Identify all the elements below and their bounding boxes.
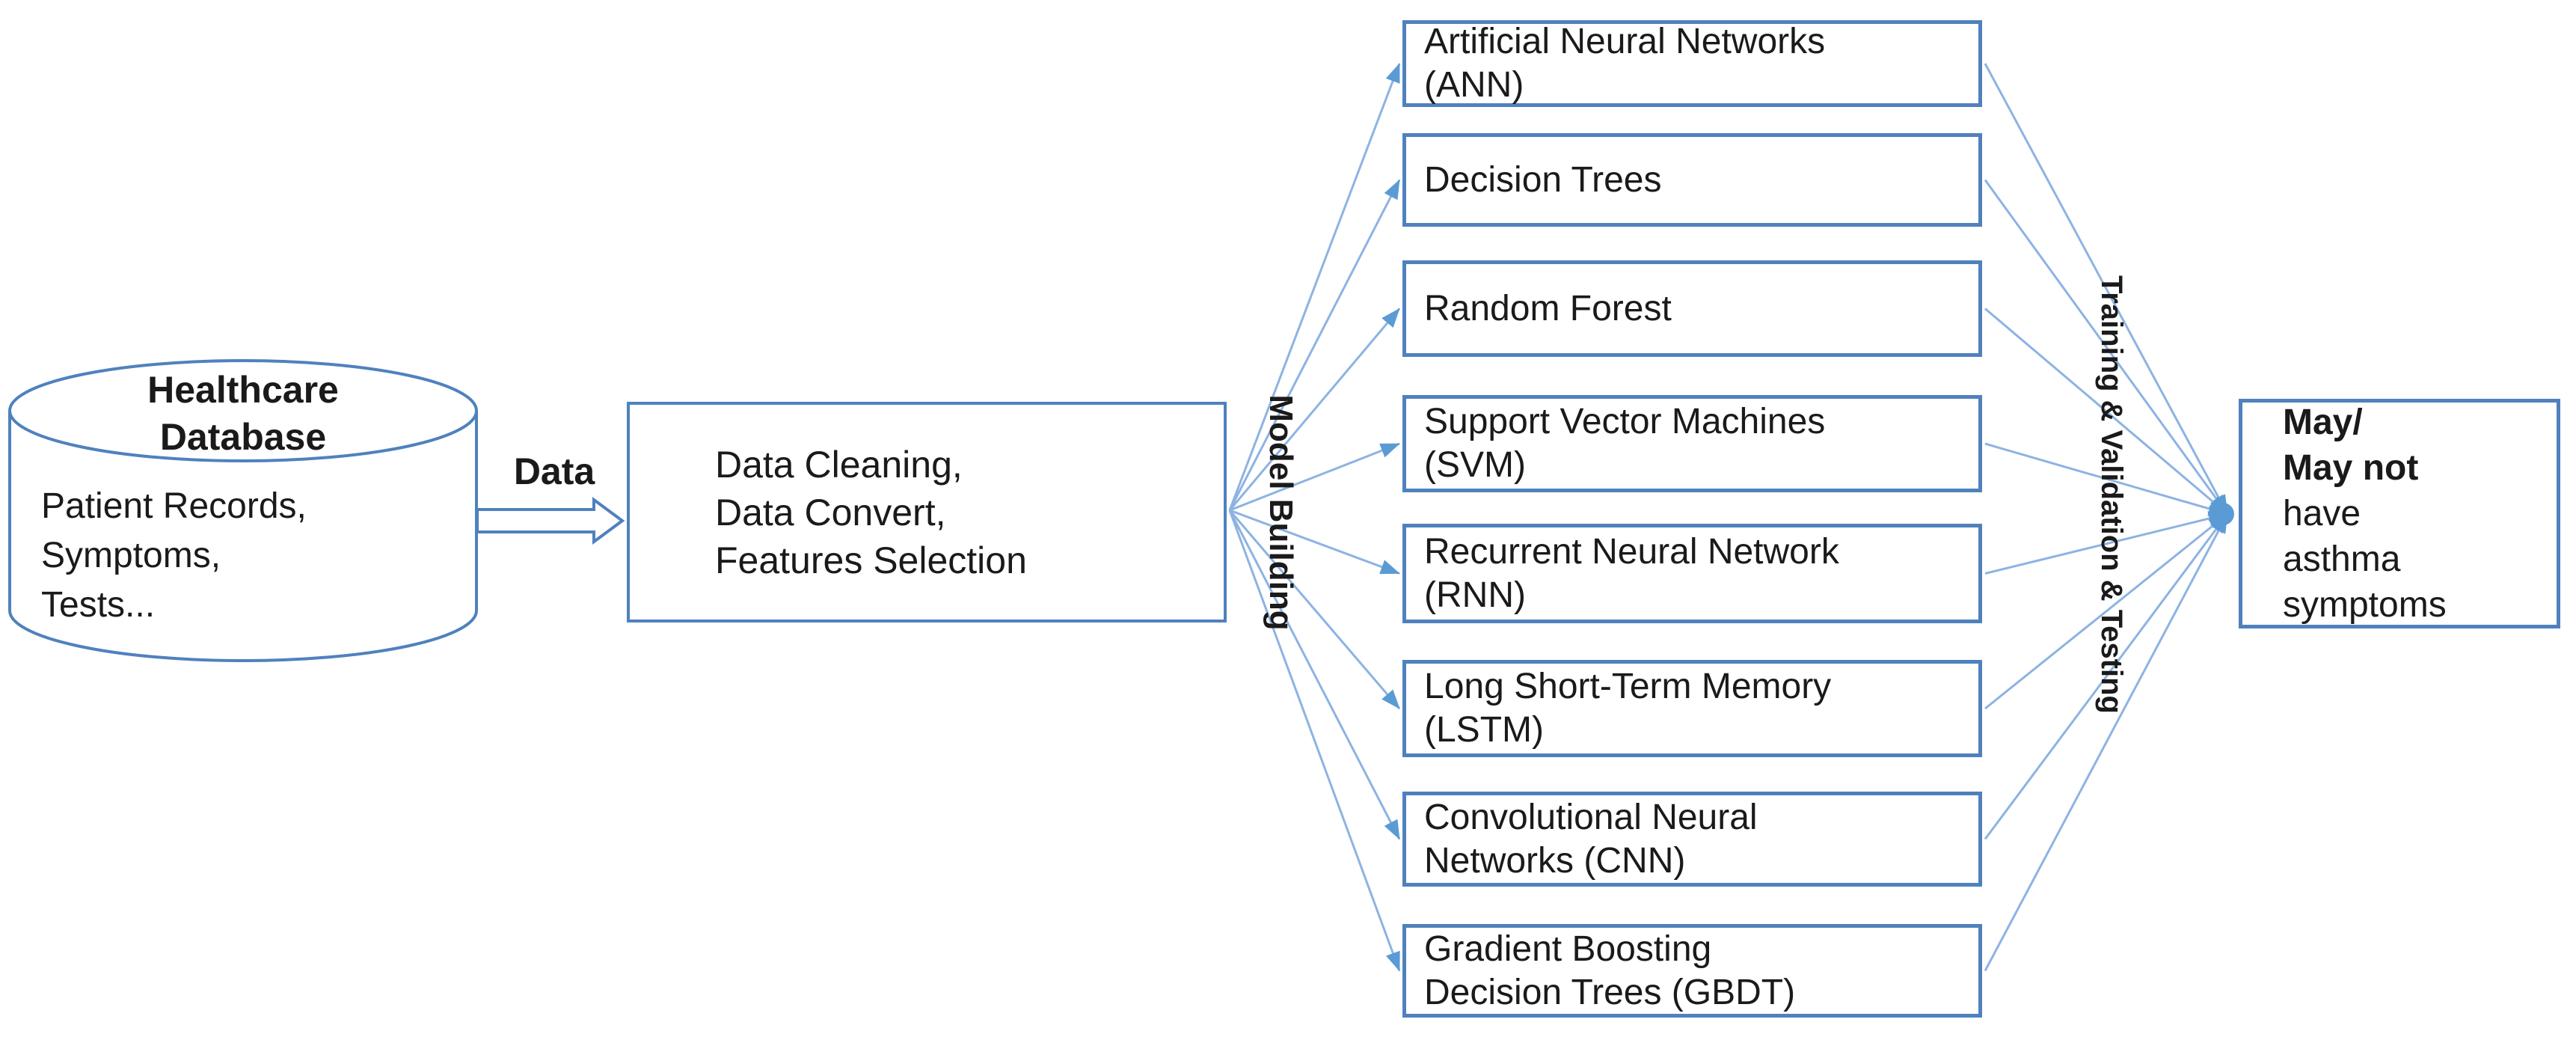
preprocessing-box: Data Cleaning, Data Convert, Features Se… — [627, 402, 1227, 622]
result-line: have — [2283, 494, 2361, 533]
fan-out-arrow-cnn — [1228, 510, 1401, 840]
model-box-label: Long Short-Term Memory(LSTM) — [1424, 667, 1832, 750]
model-box-rnn: Recurrent Neural Network(RNN) — [1402, 524, 1982, 623]
data-flow-arrow-icon — [476, 497, 625, 545]
fan-out-arrow-gbdt — [1228, 510, 1401, 972]
fan-out-arrow-lstm — [1228, 510, 1401, 709]
fan-out-arrow-ann — [1228, 63, 1401, 511]
fan-in-arrow-random-forest — [1984, 308, 2228, 516]
model-box-lstm: Long Short-Term Memory(LSTM) — [1402, 660, 1982, 757]
fan-in-arrow-gbdt — [1984, 513, 2229, 972]
database-contents: Patient Records, Symptoms, Tests... — [41, 482, 460, 630]
database-content-line: Symptoms, — [41, 536, 221, 575]
fan-in-arrow-svm — [1984, 442, 2228, 516]
database-content-line: Patient Records, — [41, 486, 307, 526]
fan-out-arrows — [1228, 63, 1401, 972]
result-line: May not — [2283, 448, 2419, 488]
result-line: asthma — [2283, 539, 2401, 579]
preprocessing-line: Data Convert, — [715, 491, 946, 533]
database-cylinder — [8, 359, 478, 662]
model-box-ann: Artificial Neural Networks(ANN) — [1402, 20, 1982, 107]
model-box-random-forest: Random Forest — [1402, 260, 1982, 357]
fan-out-arrow-decision-trees — [1228, 179, 1401, 511]
model-box-svm: Support Vector Machines(SVM) — [1402, 395, 1982, 492]
model-box-label: Recurrent Neural Network(RNN) — [1424, 531, 1839, 615]
database-content-line: Tests... — [41, 585, 156, 625]
model-box-decision-trees: Decision Trees — [1402, 133, 1982, 227]
model-box-label: Artificial Neural Networks(ANN) — [1424, 22, 1826, 105]
fan-in-arrow-ann — [1984, 63, 2229, 515]
preprocessing-text: Data Cleaning, Data Convert, Features Se… — [715, 441, 1027, 584]
fan-in-arrow-decision-trees — [1984, 179, 2229, 515]
fan-in-arrow-cnn — [1984, 513, 2229, 840]
result-line: symptoms — [2283, 585, 2447, 625]
model-building-label: Model Building — [1263, 394, 1299, 631]
fan-in-arrows — [1984, 63, 2229, 972]
training-validation-testing-label: Training & Validation & Testing — [2095, 275, 2128, 714]
cylinder-body — [8, 411, 478, 662]
database-title: Healthcare Database — [19, 367, 467, 461]
fan-in-arrow-lstm — [1984, 513, 2228, 710]
model-box-label: Support Vector Machines(SVM) — [1424, 402, 1826, 485]
fan-in-convergence-point — [2212, 503, 2234, 525]
result-line: May/ — [2283, 403, 2363, 442]
model-box-label: Decision Trees — [1424, 159, 1662, 200]
preprocessing-line: Features Selection — [715, 539, 1027, 581]
preprocessing-line: Data Cleaning, — [715, 443, 963, 486]
fan-out-arrow-rnn — [1229, 509, 1400, 575]
fan-out-arrow-svm — [1229, 442, 1400, 512]
model-box-label: Random Forest — [1424, 288, 1672, 328]
data-arrow-label: Data — [513, 450, 595, 492]
prediction-result-box: May/May not have asthma symptoms — [2239, 399, 2560, 628]
fan-out-arrow-random-forest — [1228, 308, 1401, 511]
database-title-line: Database — [159, 416, 327, 458]
database-title-line: Healthcare — [147, 369, 339, 411]
cylinder-top-ellipse — [8, 359, 478, 462]
fan-in-arrow-rnn — [1984, 511, 2228, 575]
